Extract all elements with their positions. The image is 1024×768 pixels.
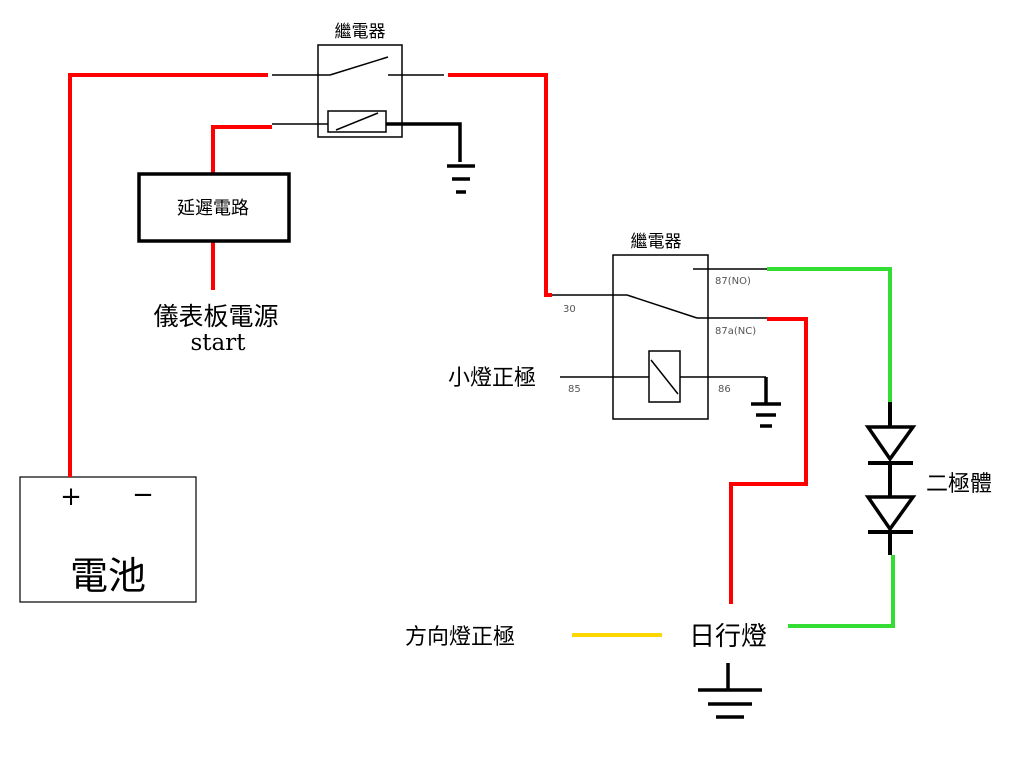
- red-wires: [68, 73, 808, 604]
- dash-power-label: 儀表板電源: [153, 302, 278, 331]
- top-ground-symbol: [447, 164, 475, 194]
- small-light-positive-label: 小燈正極: [448, 366, 536, 391]
- delay-to-relay-coil-wire: [211, 125, 272, 174]
- diodes: [864, 402, 917, 555]
- battery-box: [19, 476, 197, 603]
- pin87a-to-drl-wire: [729, 317, 808, 604]
- battery-positive-wire: [68, 73, 268, 466]
- battery-plus-label: +: [60, 482, 82, 512]
- delay-circuit: 延遲電路: [137, 172, 291, 243]
- pin-87-label: 87(NO): [715, 276, 751, 287]
- diode-lower: [864, 495, 917, 555]
- pin-86-label: 86: [718, 384, 731, 395]
- diode-upper: [864, 402, 917, 465]
- battery: + − 電池: [19, 466, 197, 603]
- pin-87a-label: 87a(NC): [715, 326, 756, 337]
- turn-signal-positive-label: 方向燈正極: [405, 625, 515, 650]
- top-relay-title: 繼電器: [335, 22, 386, 42]
- top-relay-coil: [327, 110, 387, 133]
- pin87-to-diode-wire: [767, 267, 892, 402]
- middle-relay-title: 繼電器: [631, 232, 682, 252]
- start-label: start: [191, 330, 247, 356]
- drl-label: 日行燈: [689, 622, 767, 652]
- middle-relay: 繼電器 30 87(NO) 87a(NC) 85 86: [552, 232, 768, 420]
- relay-output-to-pin30-wire: [448, 73, 552, 297]
- delay-circuit-label: 延遲電路: [177, 198, 249, 219]
- top-relay: 繼電器: [272, 22, 462, 162]
- battery-minus-label: −: [132, 480, 154, 510]
- pin-30-label: 30: [563, 304, 576, 315]
- battery-label: 電池: [70, 554, 146, 598]
- delay-circuit-box: [137, 172, 291, 243]
- diode-label: 二極體: [926, 472, 992, 497]
- top-relay-switch: [329, 56, 389, 76]
- bottom-ground-symbol: [698, 663, 762, 719]
- middle-ground-symbol: [751, 402, 781, 428]
- diode-to-drl-wire: [788, 555, 895, 628]
- middle-relay-box: [612, 254, 709, 420]
- top-relay-box: [317, 44, 403, 138]
- middle-relay-switch: [626, 294, 698, 319]
- green-wires: [767, 267, 895, 628]
- pin-85-label: 85: [568, 384, 581, 395]
